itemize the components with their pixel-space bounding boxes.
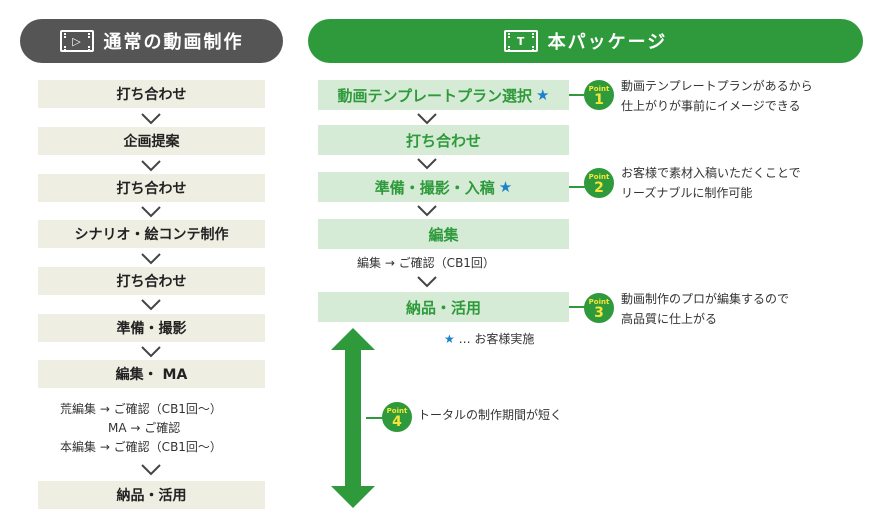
point-connector <box>569 306 585 308</box>
legend: ★ … お客様実施 <box>444 330 534 347</box>
chevron-down-icon <box>140 252 162 266</box>
chevron-down-icon <box>140 159 162 173</box>
header-normal-production: ▷ 通常の動画制作 <box>20 19 283 63</box>
star-icon: ★ <box>498 178 513 196</box>
right-step-meeting: 打ち合わせ <box>318 125 569 155</box>
star-icon: ★ <box>444 332 455 346</box>
point-connector <box>569 186 585 188</box>
note-final-edit: 本編集 → ご確認（CB1回〜） <box>60 440 222 454</box>
point-connector <box>569 94 585 96</box>
point-connector <box>366 417 384 419</box>
note-rough-edit: 荒編集 → ご確認（CB1回〜） <box>60 402 222 416</box>
left-review-notes: 荒編集 → ご確認（CB1回〜） MA → ご確認 本編集 → ご確認（CB1回… <box>60 400 250 457</box>
left-step-meeting-2: 打ち合わせ <box>38 174 265 202</box>
chevron-down-icon <box>140 463 162 477</box>
header-package-title: 本パッケージ <box>547 32 668 53</box>
chevron-down-icon <box>416 157 438 171</box>
right-step-editing: 編集 <box>318 219 569 249</box>
header-package: T 本パッケージ <box>308 19 863 63</box>
chevron-down-icon <box>416 204 438 218</box>
right-step-delivery: 納品・活用 <box>318 292 569 322</box>
template-video-icon: T <box>503 30 538 52</box>
right-step-template-select: 動画テンプレートプラン選択 ★ <box>318 80 569 110</box>
point-text-2: お客様で素材入稿いただくことでリーズナブルに制作可能 <box>621 166 801 200</box>
left-step-delivery: 納品・活用 <box>38 481 265 509</box>
left-step-scenario: シナリオ・絵コンテ制作 <box>38 220 265 248</box>
note-ma: MA → ご確認 <box>108 421 181 435</box>
double-arrow-icon <box>331 328 375 508</box>
left-step-meeting-1: 打ち合わせ <box>38 80 265 108</box>
chevron-down-icon <box>416 112 438 126</box>
chevron-down-icon <box>140 345 162 359</box>
right-review-note: 編集 → ご確認（CB1回） <box>357 256 495 270</box>
left-step-shooting: 準備・撮影 <box>38 314 265 342</box>
star-icon: ★ <box>536 86 550 104</box>
point-text-1: 動画テンプレートプランがあるから仕上がりが事前にイメージできる <box>621 79 813 113</box>
chevron-down-icon <box>140 205 162 219</box>
point-text-4: トータルの制作期間が短く <box>418 408 563 422</box>
left-step-planning: 企画提案 <box>38 127 265 155</box>
chevron-down-icon <box>140 298 162 312</box>
point-text-3: 動画制作のプロが編集するので高品質に仕上がる <box>621 292 790 326</box>
left-step-editing-ma: 編集・ MA <box>38 360 265 388</box>
left-step-meeting-3: 打ち合わせ <box>38 267 265 295</box>
header-normal-title: 通常の動画制作 <box>103 32 244 53</box>
chevron-down-icon <box>140 112 162 126</box>
legend-text: … お客様実施 <box>458 332 535 346</box>
chevron-down-icon <box>416 275 438 289</box>
video-icon: ▷ <box>59 30 94 52</box>
right-step-shooting-upload: 準備・撮影・入稿 ★ <box>318 172 569 202</box>
